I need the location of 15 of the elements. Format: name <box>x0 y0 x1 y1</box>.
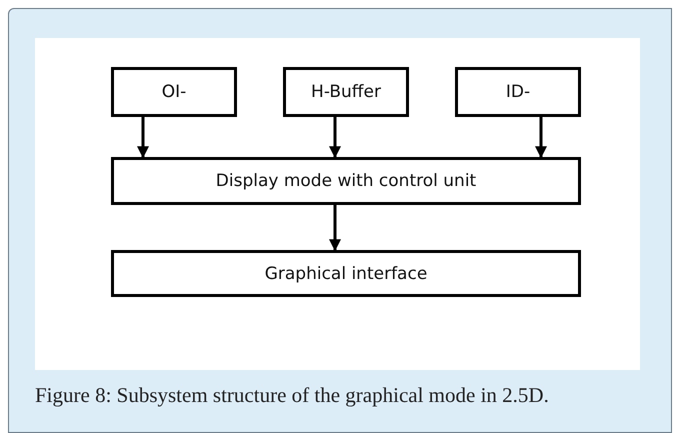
process-box <box>111 67 237 117</box>
figure-caption: Figure 8: Subsystem structure of the graphical mode in 2.5D. <box>35 382 550 408</box>
arrow <box>535 117 547 158</box>
process-box <box>111 157 581 205</box>
process-box <box>455 67 581 117</box>
process-box <box>283 67 409 117</box>
box-label: ID- <box>506 82 530 102</box>
arrow <box>329 117 341 158</box>
box-label: Graphical interface <box>264 264 428 284</box>
arrow <box>137 117 149 158</box>
box-label: OI- <box>162 82 186 102</box>
process-box <box>111 250 581 297</box>
box-label: Display mode with control unit <box>216 171 476 191</box>
box-label: H-Buffer <box>311 82 381 102</box>
arrow <box>329 205 341 252</box>
